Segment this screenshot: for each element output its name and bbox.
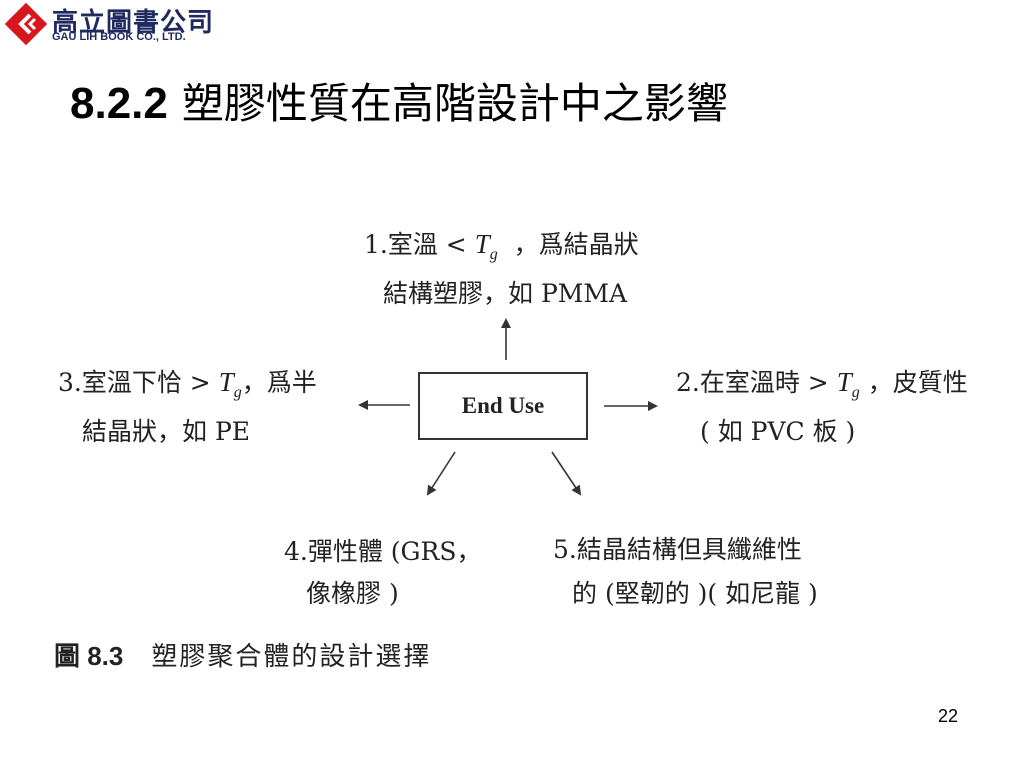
logo-name-zh: 高立圖書公司 [52,8,215,38]
node-2-line-2: ( 如 PVC 板 ) [700,417,856,446]
node-5-line-1: 5.結晶結構但具纖維性 [553,535,802,564]
company-logo: 高立圖書公司 GAU LIH BOOK CO., LTD. [4,2,234,46]
figure-caption-text: 塑膠聚合體的設計選擇 [151,642,432,672]
node-3-line-2: 結晶狀，如 PE [82,417,251,446]
figure-number: 圖 8.3 [54,641,124,671]
node-1-line-2: 結構塑膠，如 PMMA [383,279,628,308]
node-4-line-2: 像橡膠 ) [306,579,399,608]
logo-mark-icon [4,2,48,46]
section-number: 8.2.2 [70,79,168,128]
node-1-line-1: 1.室溫 < Tg ，爲結晶狀 [364,229,639,263]
node-2-line-1: 2.在室溫時 > Tg ，皮質性 [676,367,968,401]
node-3-line-1: 3.室溫下恰 > Tg，爲半 [58,367,317,401]
page-number: 22 [938,706,959,726]
node-4-line-1: 4.彈性體 (GRS， [284,537,482,566]
section-title: 塑膠性質在高階設計中之影響 [181,79,728,128]
arrow-down-left [426,451,456,496]
arrow-down-right [551,451,582,496]
figure-caption: 圖 8.3 塑膠聚合體的設計選擇 [54,636,431,673]
logo-name-en: GAU LIH BOOK CO., LTD. [52,31,186,43]
slide-title: 8.2.2 塑膠性質在高階設計中之影響 [70,70,728,131]
node-5-line-2: 的 (堅韌的 )( 如尼龍 ) [572,579,818,608]
end-use-box: End Use [418,372,588,440]
